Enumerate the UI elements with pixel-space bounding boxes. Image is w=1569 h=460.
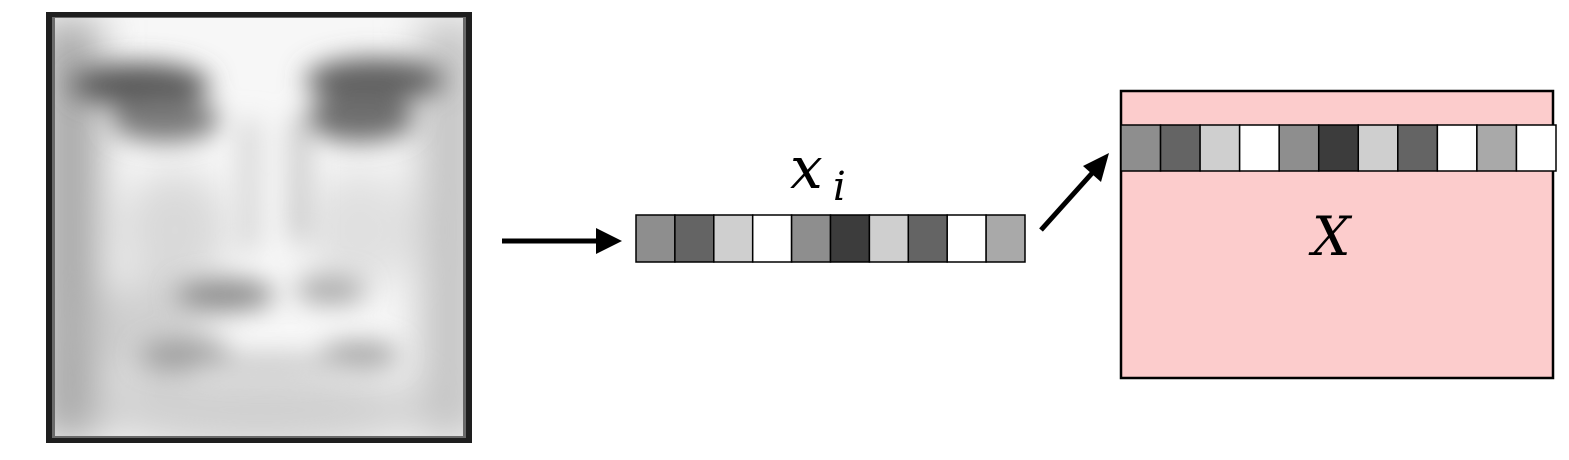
vector-cell-5 bbox=[790, 214, 832, 263]
vector-label-base: x bbox=[790, 134, 823, 202]
vector-cell-6 bbox=[829, 214, 871, 263]
vector-label-subscript: i bbox=[833, 164, 846, 210]
matrix-cell-1 bbox=[1120, 124, 1162, 172]
vector-cell-7 bbox=[868, 214, 910, 263]
vector-cell-9 bbox=[946, 214, 987, 263]
feature-vector bbox=[635, 214, 1026, 263]
arrow-to-vector bbox=[502, 228, 622, 254]
vector-cell-8 bbox=[907, 214, 948, 263]
vector-cell-10 bbox=[985, 214, 1026, 263]
matrix-row bbox=[1120, 124, 1557, 172]
face-image bbox=[46, 12, 472, 443]
arrow-to-matrix bbox=[1039, 153, 1109, 232]
vector-cell-3 bbox=[713, 214, 754, 263]
matrix-cell-10 bbox=[1476, 124, 1518, 172]
vector-cell-2 bbox=[674, 214, 715, 263]
matrix-cell-6 bbox=[1317, 124, 1360, 172]
matrix-cell-2 bbox=[1159, 124, 1201, 172]
matrix-label: X bbox=[1308, 205, 1353, 268]
matrix-cell-3 bbox=[1199, 124, 1241, 172]
matrix-cell-4 bbox=[1238, 124, 1280, 172]
matrix-cell-9 bbox=[1436, 124, 1478, 172]
matrix-cell-8 bbox=[1397, 124, 1439, 172]
vector-cell-4 bbox=[751, 214, 793, 263]
matrix-cell-11 bbox=[1515, 124, 1557, 172]
matrix-cell-7 bbox=[1357, 124, 1399, 172]
vector-cell-1 bbox=[635, 214, 676, 263]
matrix-cell-5 bbox=[1278, 124, 1320, 172]
